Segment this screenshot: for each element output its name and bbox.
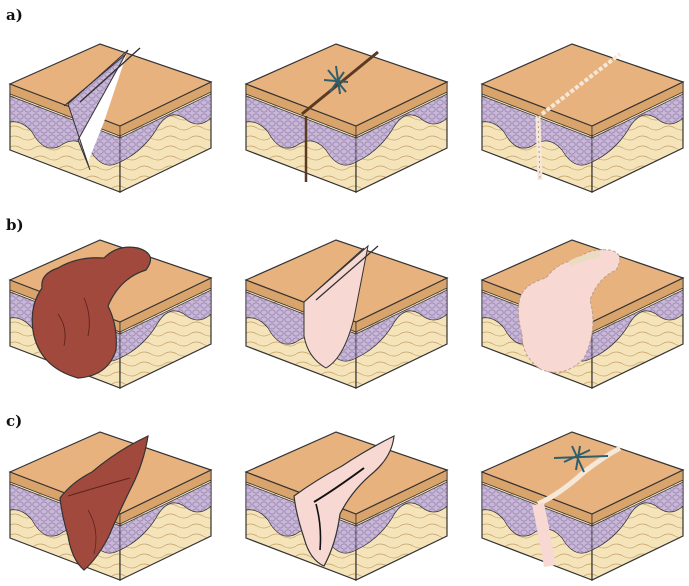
panel-a2-sutured bbox=[244, 22, 449, 194]
panel-c2-open-granulating-wound bbox=[244, 410, 449, 582]
skin-block-illustration bbox=[8, 410, 213, 582]
skin-block-illustration bbox=[244, 22, 449, 194]
skin-block-illustration bbox=[244, 218, 449, 390]
skin-block-illustration bbox=[480, 410, 685, 582]
panel-b1-large-open-wound bbox=[8, 218, 213, 390]
skin-block-illustration bbox=[8, 22, 213, 194]
panel-a3-healed-scar bbox=[480, 22, 685, 194]
panel-a1-incision bbox=[8, 22, 213, 194]
panel-b2-granulating-incision bbox=[244, 218, 449, 390]
skin-block-illustration bbox=[480, 218, 685, 390]
panel-c3-delayed-suture bbox=[480, 410, 685, 582]
skin-block-illustration bbox=[480, 22, 685, 194]
skin-block-illustration bbox=[8, 218, 213, 390]
skin-block-illustration bbox=[244, 410, 449, 582]
panel-b3-healed-large-scar bbox=[480, 218, 685, 390]
panel-c1-infected-wound bbox=[8, 410, 213, 582]
